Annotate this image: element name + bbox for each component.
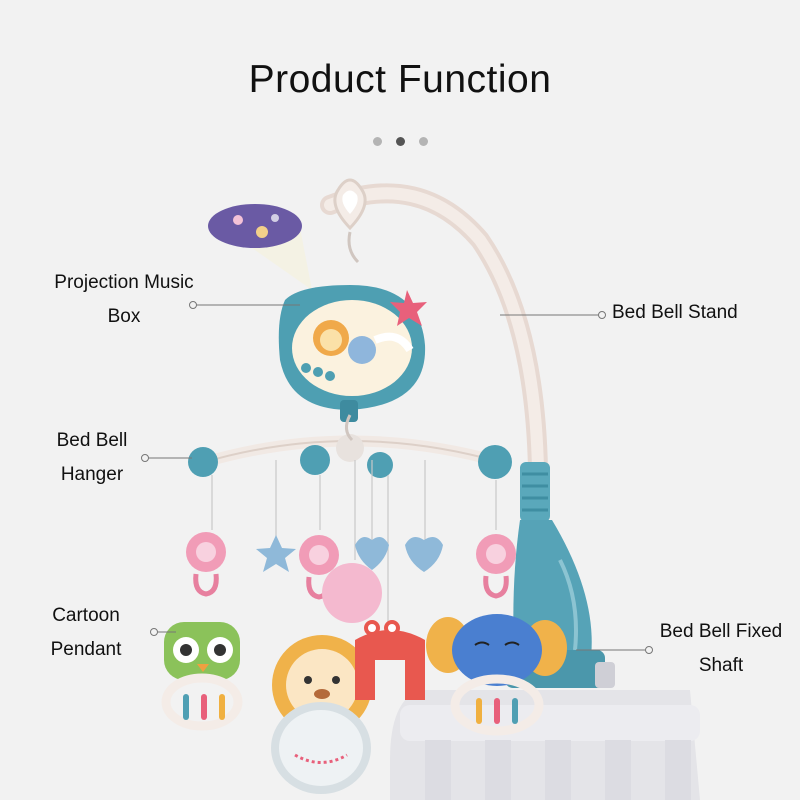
label-cartoon-pendant: Cartoon Pendant — [38, 599, 134, 667]
page-title: Product Function — [248, 58, 552, 101]
carousel-dot-2-active[interactable] — [395, 137, 405, 146]
carousel-dot-3[interactable] — [418, 137, 428, 146]
carousel-dot-1[interactable] — [372, 137, 382, 146]
label-pendant-line2: Pendant — [50, 639, 122, 660]
crab-pendant — [355, 620, 425, 700]
label-bed-bell-stand: Bed Bell Stand — [612, 296, 762, 330]
label-projection-line1: Projection Music — [54, 272, 194, 293]
bed-bell-stand — [320, 178, 548, 480]
projection-beam — [208, 204, 312, 290]
hanging-strings — [211, 460, 497, 625]
bed-bell-hanger — [188, 414, 512, 479]
blue-charms — [256, 535, 443, 572]
callout-lines — [141, 301, 653, 654]
owl-pendant — [161, 622, 243, 731]
label-bed-bell-fixed-shaft: Bed Bell Fixed Shaft — [650, 615, 792, 683]
label-hanger-line2: Hanger — [60, 464, 124, 485]
label-stand-line1: Bed Bell Stand — [612, 302, 738, 323]
projection-music-box — [278, 285, 427, 422]
crib-rail — [390, 690, 700, 800]
carousel-indicator[interactable] — [0, 137, 800, 146]
label-pendant-line1: Cartoon — [52, 605, 120, 626]
flower-rattles — [186, 532, 516, 600]
pink-ball-charm — [322, 563, 382, 623]
elephant-pendant — [426, 614, 567, 736]
label-shaft-line1: Bed Bell Fixed — [659, 621, 783, 642]
label-projection-music-box: Projection Music Box — [44, 266, 204, 334]
label-hanger-line1: Bed Bell — [56, 430, 128, 451]
label-shaft-line2: Shaft — [698, 655, 744, 676]
lion-pendant — [271, 635, 372, 794]
label-bed-bell-hanger: Bed Bell Hanger — [42, 424, 142, 492]
label-projection-line2: Box — [107, 306, 141, 327]
